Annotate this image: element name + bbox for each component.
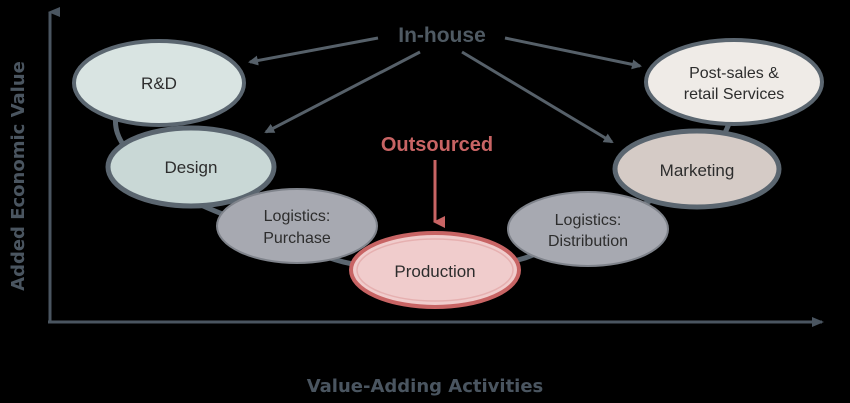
node-post-sales-line1: Post-sales & <box>689 65 779 82</box>
arrow-to-design <box>264 50 421 134</box>
node-production-label: Production <box>394 262 475 281</box>
node-post-sales-line2: retail Services <box>684 86 784 103</box>
node-logistics-purchase: Logistics: Purchase <box>216 188 378 264</box>
node-production: Production <box>349 231 521 309</box>
node-logistics-distribution: Logistics: Distribution <box>507 191 669 267</box>
arrow-to-rd <box>248 36 379 66</box>
node-rd: R&D <box>72 39 246 127</box>
node-logistics-purchase-line2: Purchase <box>263 230 331 247</box>
x-axis-title: Value-Adding Activities <box>307 376 544 397</box>
in-house-label: In-house <box>398 24 486 47</box>
node-logistics-distribution-line2: Distribution <box>548 233 628 250</box>
node-design-label: Design <box>165 158 218 177</box>
node-rd-label: R&D <box>141 74 177 93</box>
arrow-to-post-sales <box>504 36 642 70</box>
node-marketing-label: Marketing <box>660 161 735 180</box>
node-design: Design <box>105 125 277 209</box>
node-marketing: Marketing <box>612 128 782 210</box>
y-axis-title: Added Economic Value <box>8 61 29 291</box>
node-logistics-purchase-line1: Logistics: <box>264 208 331 225</box>
node-logistics-distribution-line1: Logistics: <box>555 212 622 229</box>
node-post-sales: Post-sales & retail Services <box>644 38 824 126</box>
outsourced-label: Outsourced <box>381 134 493 156</box>
arrow-to-marketing <box>461 50 614 144</box>
